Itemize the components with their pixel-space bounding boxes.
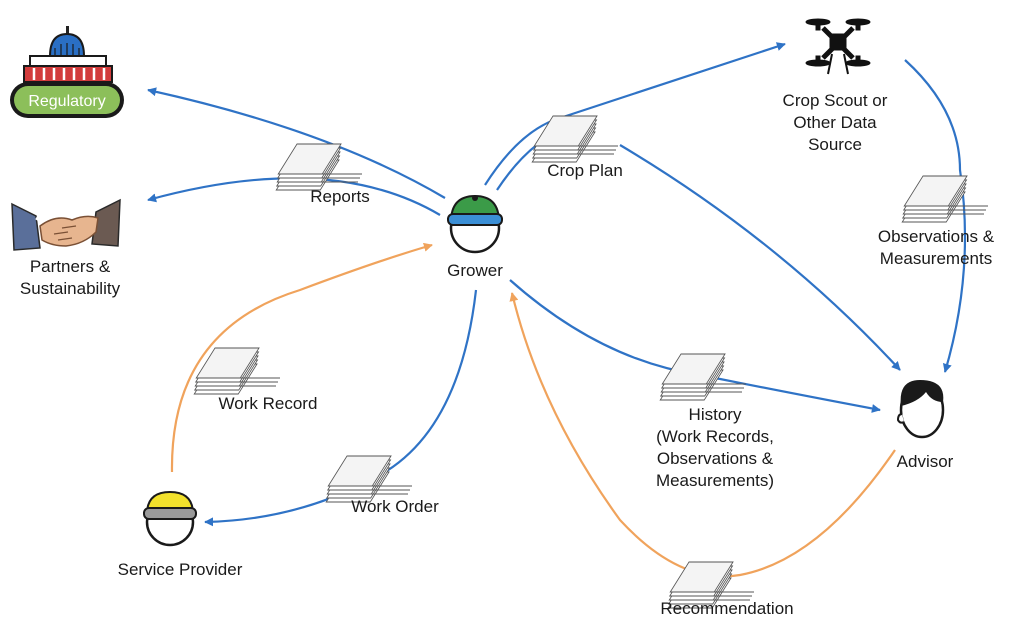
document-icon: [651, 353, 747, 401]
work-order-label: Work Order: [351, 497, 439, 516]
advisor-head-icon: [896, 380, 945, 439]
handshake-icon: [11, 198, 121, 251]
arrow-service-provider-to-grower: [170, 242, 433, 473]
service-provider-label: Service Provider: [117, 560, 243, 579]
regulatory-label: Regulatory: [28, 93, 105, 110]
advisor-label: Advisor: [896, 452, 954, 471]
history-line3: Observations &: [656, 449, 774, 468]
partners-label-line1: Partners &: [29, 257, 111, 276]
history-label: History (Work Records, Observations & Me…: [630, 404, 800, 492]
drone-icon: [805, 18, 871, 75]
observations-label: Observations & Measurements: [862, 226, 1010, 270]
crop-scout-line3: Source: [808, 135, 862, 154]
partners-sustainability-label: Partners & Sustainability: [0, 256, 140, 300]
history-line1: History: [688, 405, 742, 424]
document-icon: [523, 115, 619, 163]
arrow-advisor-to-grower: [509, 292, 896, 578]
crop-scout-line2: Other Data: [793, 113, 877, 132]
farmer-green-cap-icon: [447, 194, 503, 254]
arrow-grower-to-regulatory: [147, 87, 446, 199]
document-icon: [185, 347, 281, 395]
worker-yellow-cap-icon: [143, 490, 197, 547]
history-line4: Measurements): [655, 471, 775, 490]
history-line2: (Work Records,: [656, 427, 774, 446]
grower-label: Grower: [447, 261, 503, 280]
work-record-label: Work Record: [218, 394, 318, 413]
capitol-building-icon: [10, 26, 124, 118]
partners-label-line2: Sustainability: [19, 279, 121, 298]
document-icon: [893, 175, 989, 223]
crop-scout-label: Crop Scout or Other Data Source: [760, 90, 910, 156]
observations-line2: Measurements: [879, 249, 993, 268]
reports-label: Reports: [310, 187, 370, 206]
arrow-crop-plan-to-advisor: [619, 144, 901, 371]
observations-line1: Observations &: [877, 227, 995, 246]
recommendation-label: Recommendation: [660, 599, 794, 618]
crop-plan-label: Crop Plan: [547, 161, 623, 180]
crop-scout-line1: Crop Scout or: [782, 91, 888, 110]
